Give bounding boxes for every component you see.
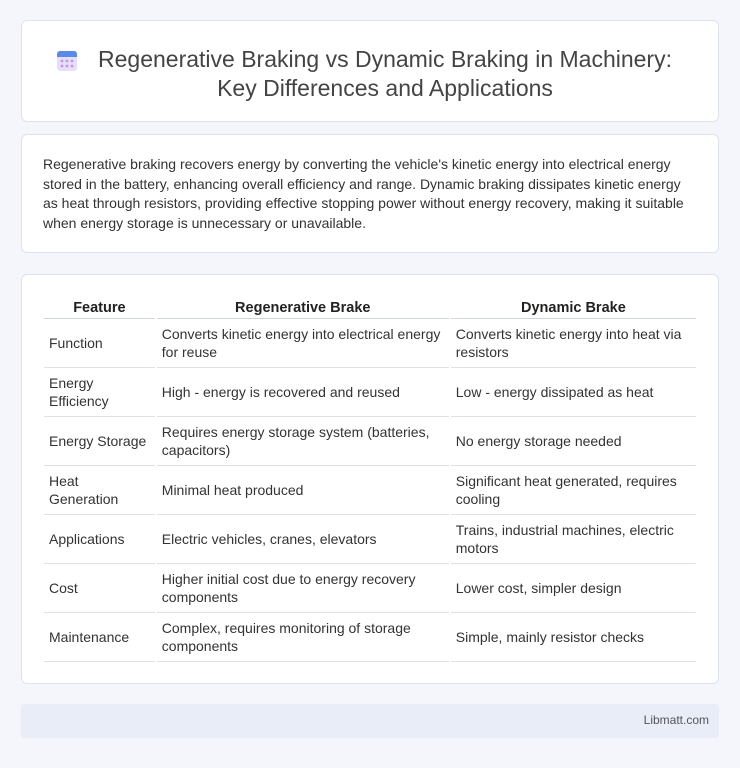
- cell-feature: Applications: [44, 515, 155, 564]
- calendar-icon: [54, 48, 80, 74]
- table-row: Function Converts kinetic energy into el…: [44, 319, 696, 368]
- footer-brand-link[interactable]: Libmatt.com: [643, 713, 709, 727]
- header-feature: Feature: [44, 297, 155, 319]
- comparison-table: Feature Regenerative Brake Dynamic Brake…: [42, 297, 698, 662]
- table-row: Cost Higher initial cost due to energy r…: [44, 564, 696, 613]
- header-dynamic: Dynamic Brake: [450, 297, 696, 319]
- page-title: Regenerative Braking vs Dynamic Braking …: [98, 46, 672, 101]
- cell-feature: Heat Generation: [44, 466, 155, 515]
- cell-dynamic: Low - energy dissipated as heat: [450, 368, 696, 417]
- cell-regenerative: High - energy is recovered and reused: [156, 368, 449, 417]
- cell-feature: Cost: [44, 564, 155, 613]
- cell-regenerative: Requires energy storage system (batterie…: [156, 417, 449, 466]
- cell-regenerative: Converts kinetic energy into electrical …: [156, 319, 449, 368]
- cell-dynamic: No energy storage needed: [450, 417, 696, 466]
- cell-regenerative: Complex, requires monitoring of storage …: [156, 613, 449, 662]
- table-header-row: Feature Regenerative Brake Dynamic Brake: [44, 297, 696, 319]
- cell-dynamic: Significant heat generated, requires coo…: [450, 466, 696, 515]
- cell-regenerative: Minimal heat produced: [156, 466, 449, 515]
- cell-feature: Maintenance: [44, 613, 155, 662]
- table-row: Energy Efficiency High - energy is recov…: [44, 368, 696, 417]
- summary-text: Regenerative braking recovers energy by …: [43, 156, 684, 231]
- cell-feature: Energy Storage: [44, 417, 155, 466]
- cell-regenerative: Electric vehicles, cranes, elevators: [156, 515, 449, 564]
- table-card: Feature Regenerative Brake Dynamic Brake…: [21, 274, 719, 684]
- cell-dynamic: Trains, industrial machines, electric mo…: [450, 515, 696, 564]
- cell-feature: Energy Efficiency: [44, 368, 155, 417]
- cell-feature: Function: [44, 319, 155, 368]
- title-card: Regenerative Braking vs Dynamic Braking …: [21, 20, 719, 122]
- table-row: Heat Generation Minimal heat produced Si…: [44, 466, 696, 515]
- cell-dynamic: Converts kinetic energy into heat via re…: [450, 319, 696, 368]
- table-row: Applications Electric vehicles, cranes, …: [44, 515, 696, 564]
- header-regenerative: Regenerative Brake: [156, 297, 449, 319]
- cell-dynamic: Lower cost, simpler design: [450, 564, 696, 613]
- summary-card: Regenerative braking recovers energy by …: [21, 134, 719, 253]
- cell-dynamic: Simple, mainly resistor checks: [450, 613, 696, 662]
- cell-regenerative: Higher initial cost due to energy recove…: [156, 564, 449, 613]
- table-row: Maintenance Complex, requires monitoring…: [44, 613, 696, 662]
- table-row: Energy Storage Requires energy storage s…: [44, 417, 696, 466]
- footer: Libmatt.com: [21, 704, 719, 738]
- title-wrap: Regenerative Braking vs Dynamic Braking …: [52, 45, 698, 103]
